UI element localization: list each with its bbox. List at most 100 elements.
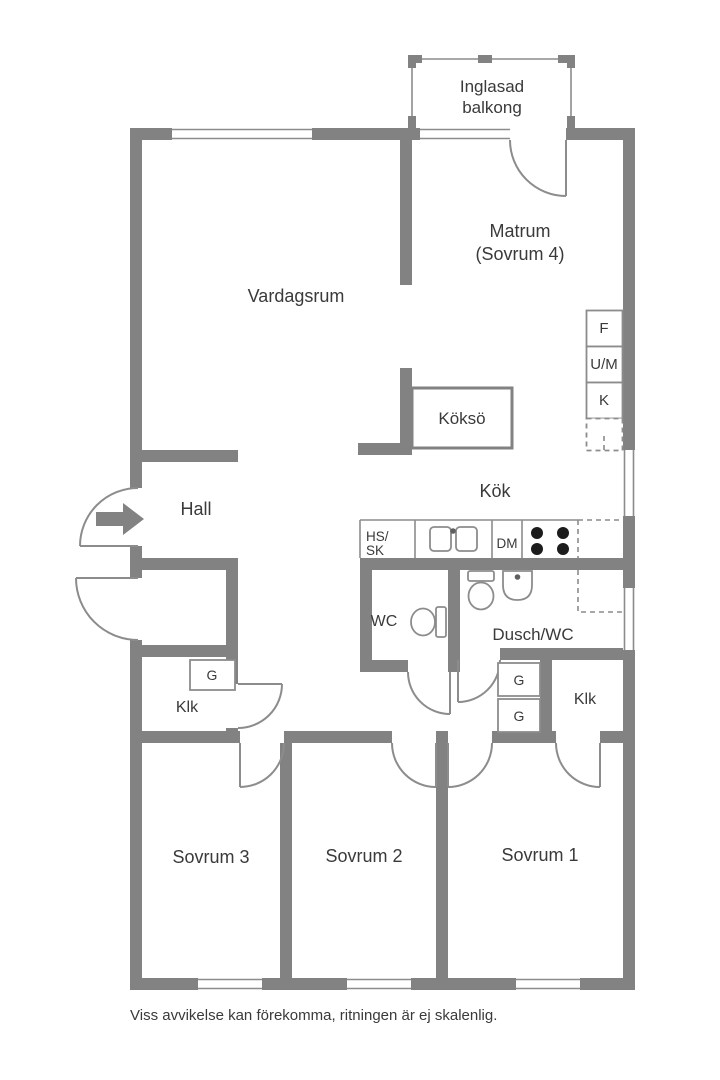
- toilet-bowl: [467, 581, 495, 611]
- wall-segment: [142, 558, 238, 570]
- entrance-door: [79, 487, 139, 547]
- window-living-room: [172, 128, 312, 140]
- label-cabinet-sk: SK: [366, 543, 384, 558]
- label-balcony-line2: balkong: [462, 98, 522, 117]
- storage-door: [75, 577, 139, 641]
- label-bedroom1: Sovrum 1: [501, 845, 578, 865]
- tall-appliances: [585, 309, 624, 452]
- bedroom3-door: [239, 742, 285, 788]
- wall-segment: [142, 450, 238, 462]
- wall-segment: [360, 558, 635, 570]
- kitchen-counter: [359, 519, 623, 558]
- label-kitchen: Kök: [479, 481, 511, 501]
- window-bedroom1: [516, 978, 580, 990]
- door-arc: [509, 139, 567, 197]
- burner-icon: [531, 543, 543, 555]
- wall-segment: [436, 731, 448, 743]
- shower-enclosure: [577, 570, 623, 613]
- window-shower-wc: [623, 588, 635, 650]
- fridge2-box: [585, 381, 624, 420]
- wardrobe-box-right-bottom: [497, 698, 541, 733]
- window-gap: [347, 978, 411, 990]
- label-dining-room: Matrum: [489, 221, 550, 241]
- wall-segment: [280, 743, 292, 978]
- wall-segment: [623, 650, 635, 990]
- faucet-icon: [514, 574, 521, 580]
- balcony-door: [509, 139, 567, 197]
- wardrobes: [189, 659, 541, 733]
- wall-segment: [540, 648, 635, 660]
- label-closet-left: Klk: [176, 699, 199, 716]
- bedroom2-door: [391, 742, 437, 788]
- wall-segment: [142, 645, 238, 657]
- kitchen-sink-icon: [429, 526, 478, 552]
- kitchen-island-box: [410, 386, 514, 450]
- toilet-tank: [467, 570, 495, 582]
- label-wardrobe-right-bottom: G: [514, 708, 525, 724]
- interior-walls: [142, 140, 635, 978]
- door-arc: [447, 742, 493, 788]
- shower-wc-fixtures: [467, 570, 623, 613]
- wc-fixtures: [410, 606, 447, 638]
- wall-segment: [130, 128, 142, 488]
- label-fridge: F: [599, 320, 608, 337]
- label-bedroom2: Sovrum 2: [325, 846, 402, 866]
- wall-segment: [400, 140, 412, 285]
- window-bedroom2: [347, 978, 411, 990]
- door-arc: [391, 742, 437, 788]
- window-bedroom3: [198, 978, 262, 990]
- label-living-room: Vardagsrum: [248, 286, 345, 306]
- door-arc: [555, 742, 601, 788]
- stove-icon: [531, 527, 569, 555]
- wall-segment: [360, 558, 372, 672]
- wall-segment: [448, 558, 460, 672]
- door-arc: [75, 577, 139, 641]
- wall-segment: [411, 978, 516, 990]
- toilet-tank: [435, 606, 447, 638]
- window-gap: [172, 128, 312, 140]
- bedroom1-door: [447, 742, 493, 788]
- window-kitchen: [623, 450, 635, 516]
- window-dining-room: [420, 128, 510, 140]
- wall-segment: [360, 660, 408, 672]
- wardrobe-box-right-top: [497, 662, 541, 697]
- wc-door: [407, 671, 451, 715]
- labels: Inglasad balkong Matrum (Sovrum 4) Varda…: [130, 77, 618, 1024]
- label-cabinet-hs: HS/: [366, 529, 389, 544]
- balcony-glazing: [408, 55, 575, 116]
- wall-segment: [566, 128, 635, 140]
- door-arc: [79, 487, 139, 547]
- wall-segment: [436, 743, 448, 978]
- wall-segment: [130, 978, 198, 990]
- wall-segment: [226, 558, 238, 657]
- label-dining-room-alt: (Sovrum 4): [475, 244, 564, 264]
- burner-icon: [531, 527, 543, 539]
- burner-icon: [557, 543, 569, 555]
- washbasin-icon: [502, 570, 533, 601]
- windows: [172, 55, 635, 990]
- door-arc: [239, 742, 285, 788]
- window-gap: [516, 978, 580, 990]
- window-gap: [198, 978, 262, 990]
- label-hall: Hall: [180, 499, 211, 519]
- burner-icon: [557, 527, 569, 539]
- label-kitchen-island: Köksö: [438, 409, 485, 428]
- label-oven-microwave: U/M: [590, 356, 618, 373]
- window-gap: [420, 128, 510, 140]
- window-gap: [623, 450, 635, 516]
- label-fridge2: K: [599, 392, 609, 409]
- doors: [75, 139, 601, 788]
- toilet-bowl: [410, 607, 436, 637]
- door-arc: [407, 671, 451, 715]
- wall-segment: [400, 368, 412, 455]
- label-wardrobe-right-top: G: [514, 672, 525, 688]
- label-bedroom3: Sovrum 3: [172, 847, 249, 867]
- label-closet-right: Klk: [574, 691, 597, 708]
- shower-wc-door: [457, 659, 501, 703]
- wall-segment: [580, 978, 635, 990]
- wall-segment: [540, 648, 552, 743]
- disclaimer-text: Viss avvikelse kan förekomma, ritningen …: [130, 1007, 497, 1024]
- wall-segment: [600, 731, 635, 743]
